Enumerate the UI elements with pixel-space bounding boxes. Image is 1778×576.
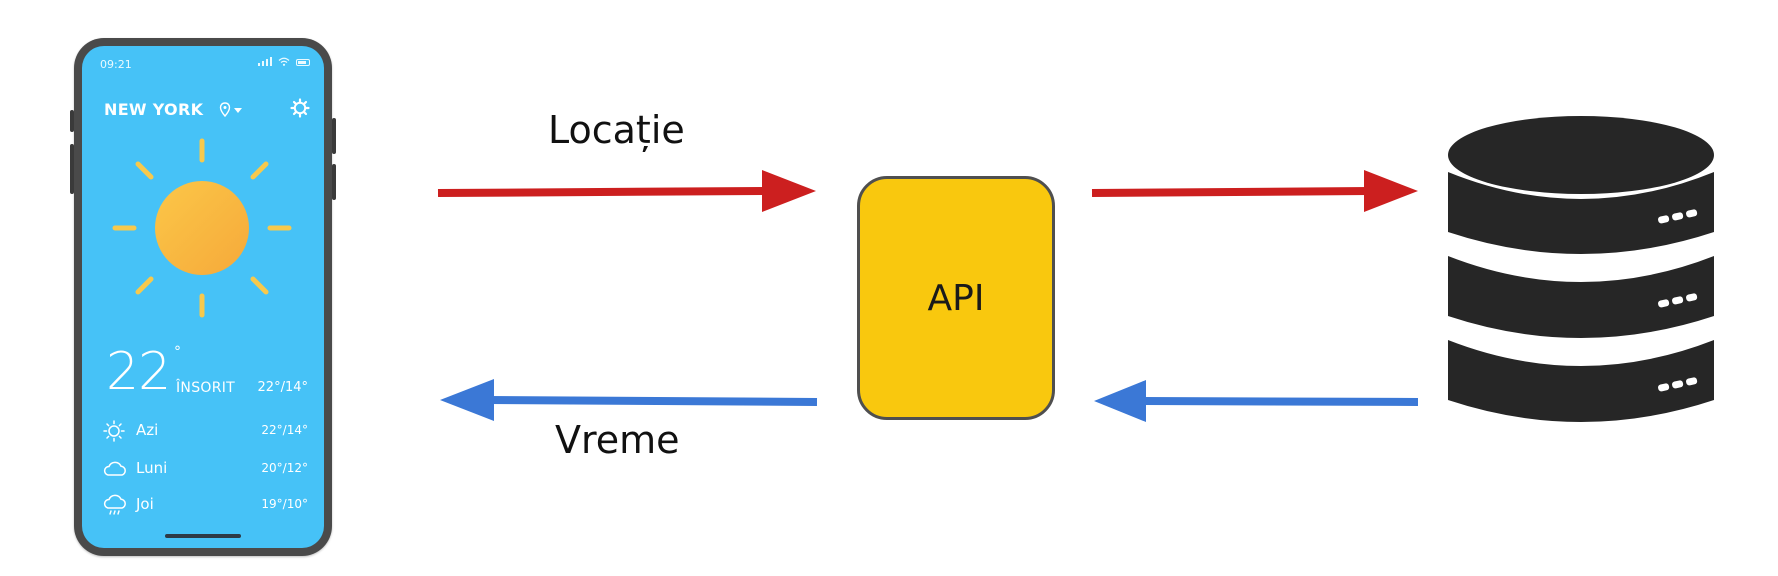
request-label: Locație	[548, 108, 685, 152]
request-arrow-phone-to-api	[437, 170, 816, 212]
current-condition: ÎNSORIT	[176, 380, 236, 396]
response-arrow-api-to-phone	[440, 379, 818, 421]
database-server-icon	[1448, 116, 1714, 422]
home-indicator	[165, 534, 241, 538]
phone-side-button	[70, 110, 74, 132]
gear-icon[interactable]	[290, 98, 310, 118]
status-time: 09:21	[100, 58, 132, 71]
current-range: 22°/14°	[257, 380, 308, 395]
forecast-day: Luni	[136, 459, 168, 477]
forecast-range: 19°/10°	[261, 497, 308, 511]
forecast-day: Joi	[136, 495, 154, 513]
chevron-down-icon[interactable]	[234, 106, 242, 114]
location-pin-icon	[219, 102, 231, 118]
degree-symbol: °	[174, 344, 181, 360]
weather-app-screen: 09:21 NEW YORK	[82, 46, 324, 548]
forecast-row[interactable]: Luni 20°/12°	[102, 458, 308, 480]
api-node: API	[857, 176, 1055, 420]
forecast-range: 22°/14°	[261, 423, 308, 437]
city-name[interactable]: NEW YORK	[104, 100, 204, 119]
current-temperature: 22	[106, 342, 171, 402]
response-arrow-database-to-api	[1094, 380, 1419, 422]
status-bar-icons	[258, 57, 310, 66]
phone-volume-button	[70, 144, 74, 194]
response-label: Vreme	[555, 418, 680, 462]
sun-small-icon	[103, 420, 125, 442]
forecast-row[interactable]: Joi 19°/10°	[102, 494, 308, 516]
forecast-day: Azi	[136, 421, 159, 439]
smartphone: 09:21 NEW YORK	[70, 38, 336, 556]
api-label: API	[927, 277, 985, 319]
phone-power-button	[332, 118, 336, 154]
phone-power-button-2	[332, 164, 336, 200]
rain-cloud-icon	[103, 494, 126, 515]
sun-icon	[112, 138, 292, 318]
signal-icon	[258, 57, 272, 66]
request-arrow-api-to-database	[1091, 170, 1418, 212]
battery-icon	[296, 59, 310, 66]
cloud-icon	[103, 461, 126, 476]
wifi-icon	[278, 57, 290, 66]
forecast-range: 20°/12°	[261, 461, 308, 475]
forecast-row[interactable]: Azi 22°/14°	[102, 420, 308, 442]
